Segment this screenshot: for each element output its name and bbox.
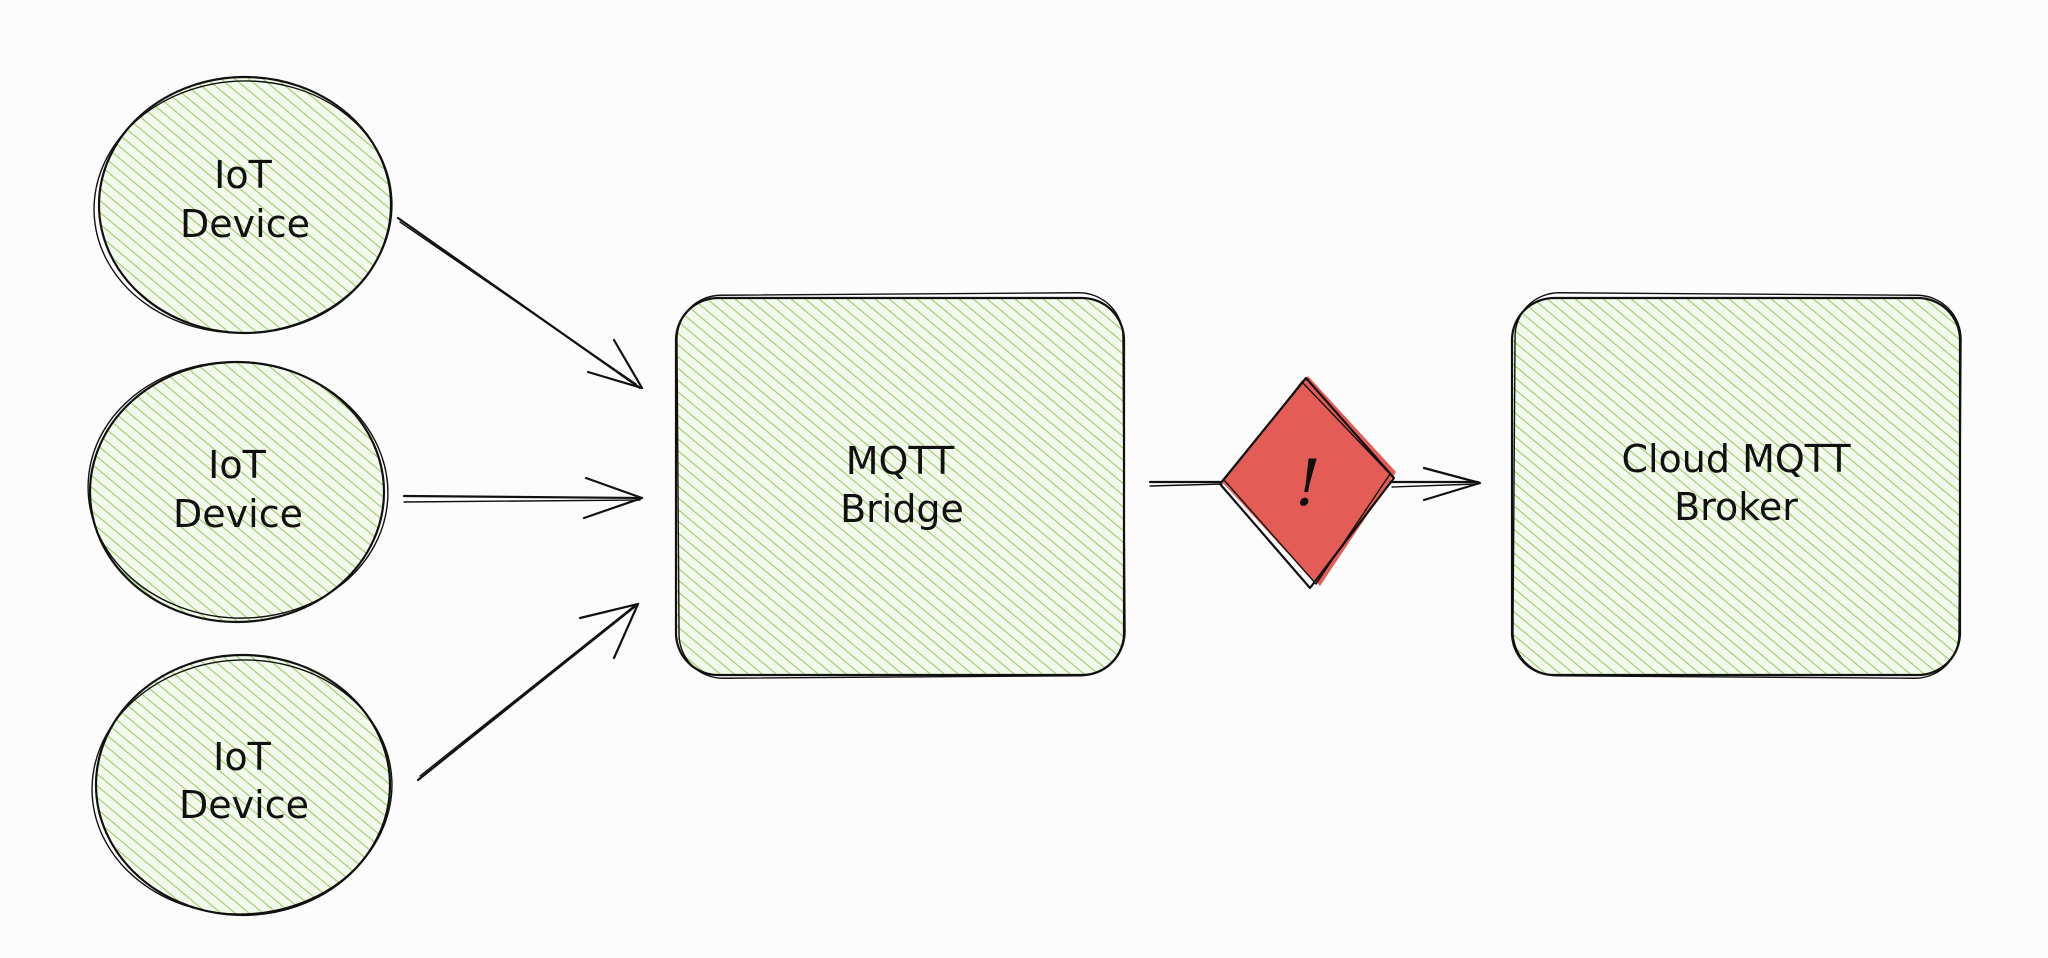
warning-symbol: ! [1295, 447, 1321, 521]
arrow-device-2-to-bridge [402, 476, 644, 520]
iot-device-node-2[interactable]: IoT Device [79, 352, 396, 628]
device-label-line1: IoT [214, 153, 272, 197]
bridge-label-line2: Bridge [840, 487, 964, 531]
device-label-line1: IoT [213, 735, 271, 779]
bridge-label-line1: MQTT [846, 439, 955, 483]
device-label-line2: Device [180, 202, 310, 246]
broker-label-line1: Cloud MQTT [1621, 437, 1851, 481]
mqtt-bridge-node[interactable]: MQTT Bridge [674, 292, 1126, 679]
device-label-line2: Device [179, 783, 309, 827]
warning-diamond-icon: ! [1218, 376, 1396, 590]
iot-device-node-1[interactable]: IoT Device [88, 73, 399, 340]
iot-device-node-3[interactable]: IoT Device [86, 652, 399, 921]
device-label-line2: Device [173, 492, 303, 536]
arrow-device-1-to-bridge [396, 216, 644, 390]
broker-label-line2: Broker [1674, 485, 1798, 529]
device-label-line1: IoT [208, 443, 266, 487]
cloud-mqtt-broker-node[interactable]: Cloud MQTT Broker [1510, 292, 1962, 679]
arrow-device-3-to-bridge [416, 602, 640, 782]
arrow-bridge-to-broker [1148, 466, 1482, 502]
